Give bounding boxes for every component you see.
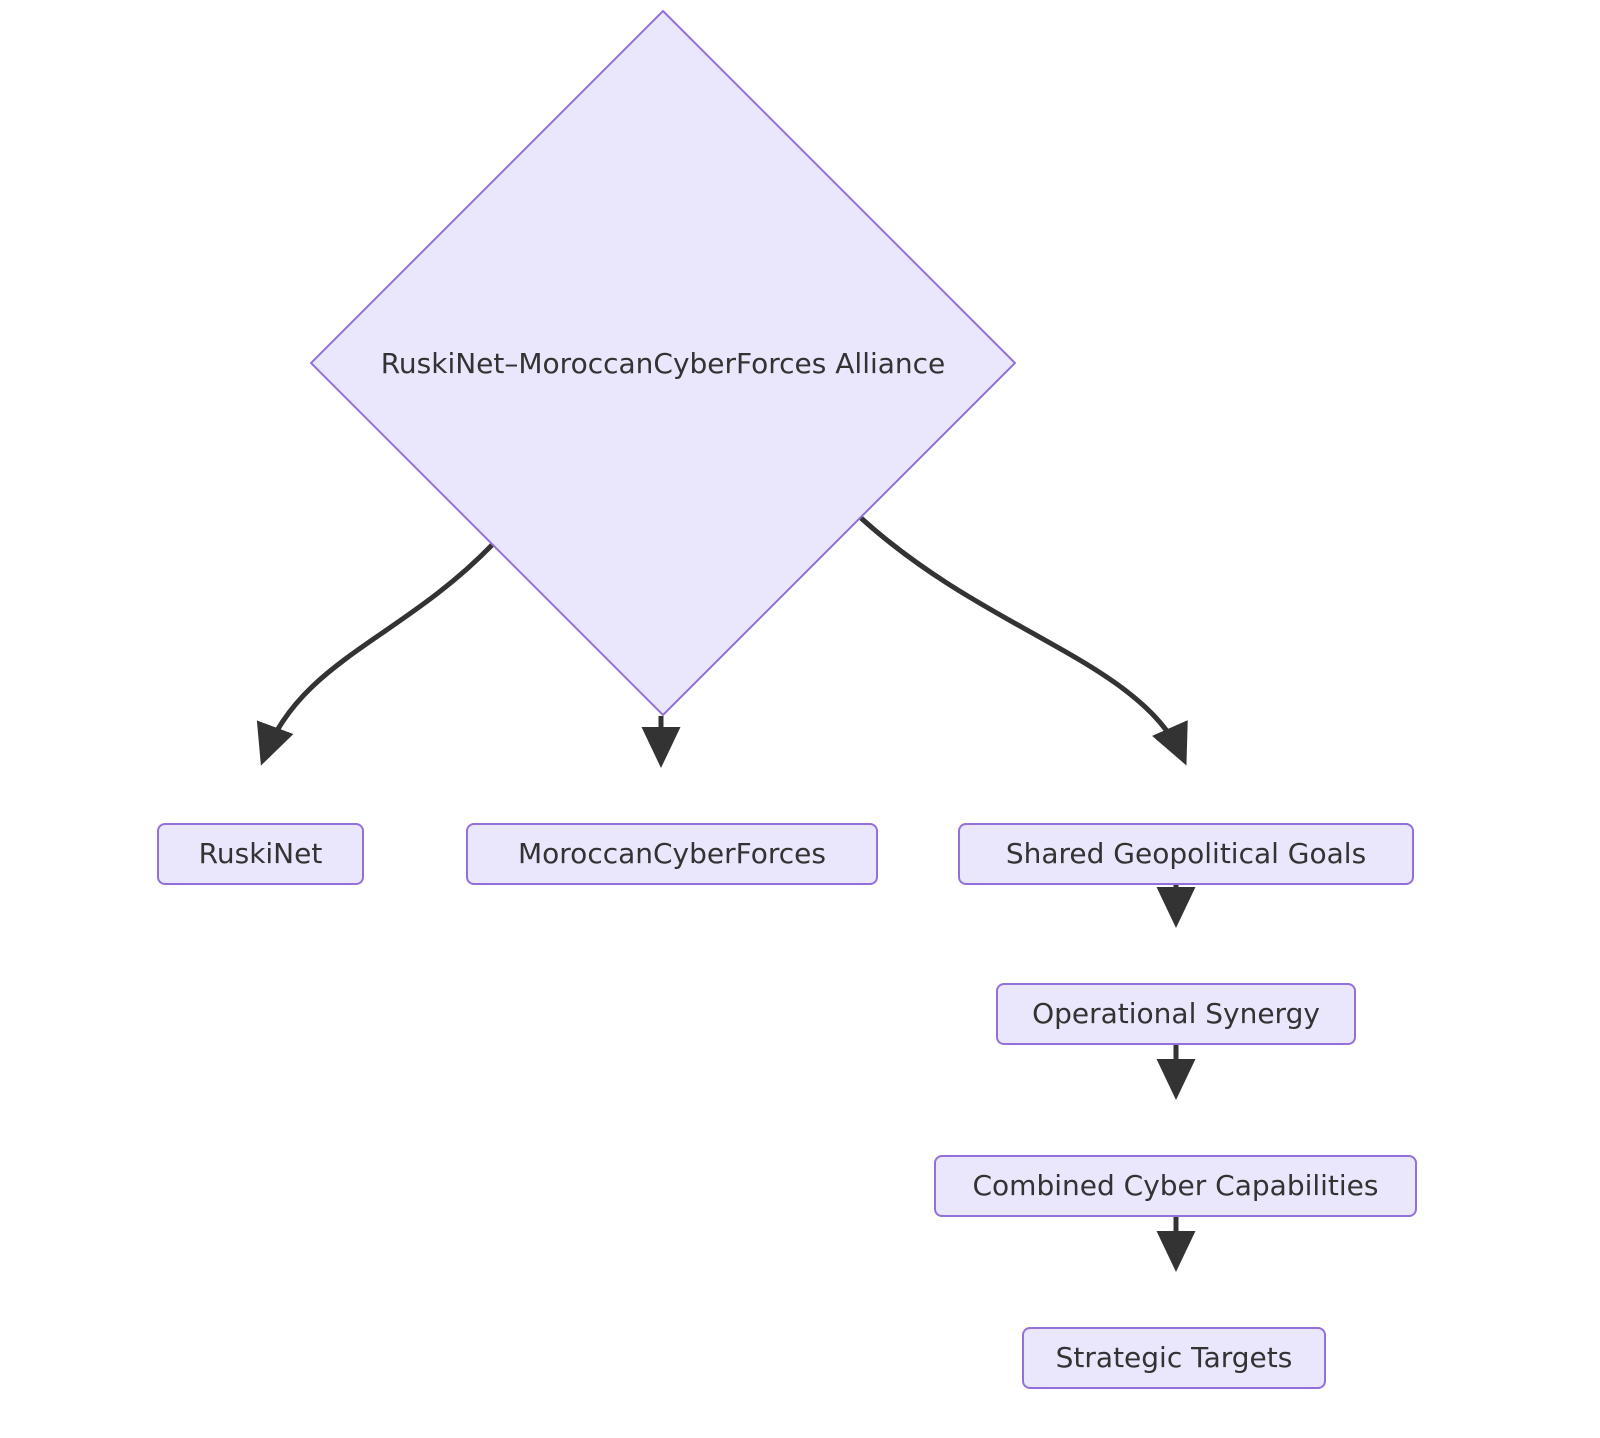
node-shared-geopolitical-goals[interactable]: Shared Geopolitical Goals	[958, 823, 1414, 885]
node-strategic-targets[interactable]: Strategic Targets	[1022, 1327, 1326, 1389]
node-shared-geopolitical-goals-label: Shared Geopolitical Goals	[1005, 837, 1367, 871]
node-combined-cyber-capabilities[interactable]: Combined Cyber Capabilities	[934, 1155, 1417, 1217]
node-moroccancyberforces[interactable]: MoroccanCyberForces	[466, 823, 878, 885]
node-alliance[interactable]: RuskiNet–MoroccanCyberForces Alliance	[310, 10, 1016, 716]
node-ruskinet-label: RuskiNet	[198, 837, 323, 871]
node-moroccancyberforces-label: MoroccanCyberForces	[518, 837, 826, 871]
node-strategic-targets-label: Strategic Targets	[1055, 1341, 1293, 1375]
node-combined-cyber-capabilities-label: Combined Cyber Capabilities	[972, 1169, 1379, 1203]
diamond-shape	[310, 10, 1016, 716]
node-operational-synergy[interactable]: Operational Synergy	[996, 983, 1356, 1045]
node-ruskinet[interactable]: RuskiNet	[157, 823, 364, 885]
node-alliance-label: RuskiNet–MoroccanCyberForces Alliance	[380, 346, 946, 380]
node-operational-synergy-label: Operational Synergy	[1032, 997, 1320, 1031]
